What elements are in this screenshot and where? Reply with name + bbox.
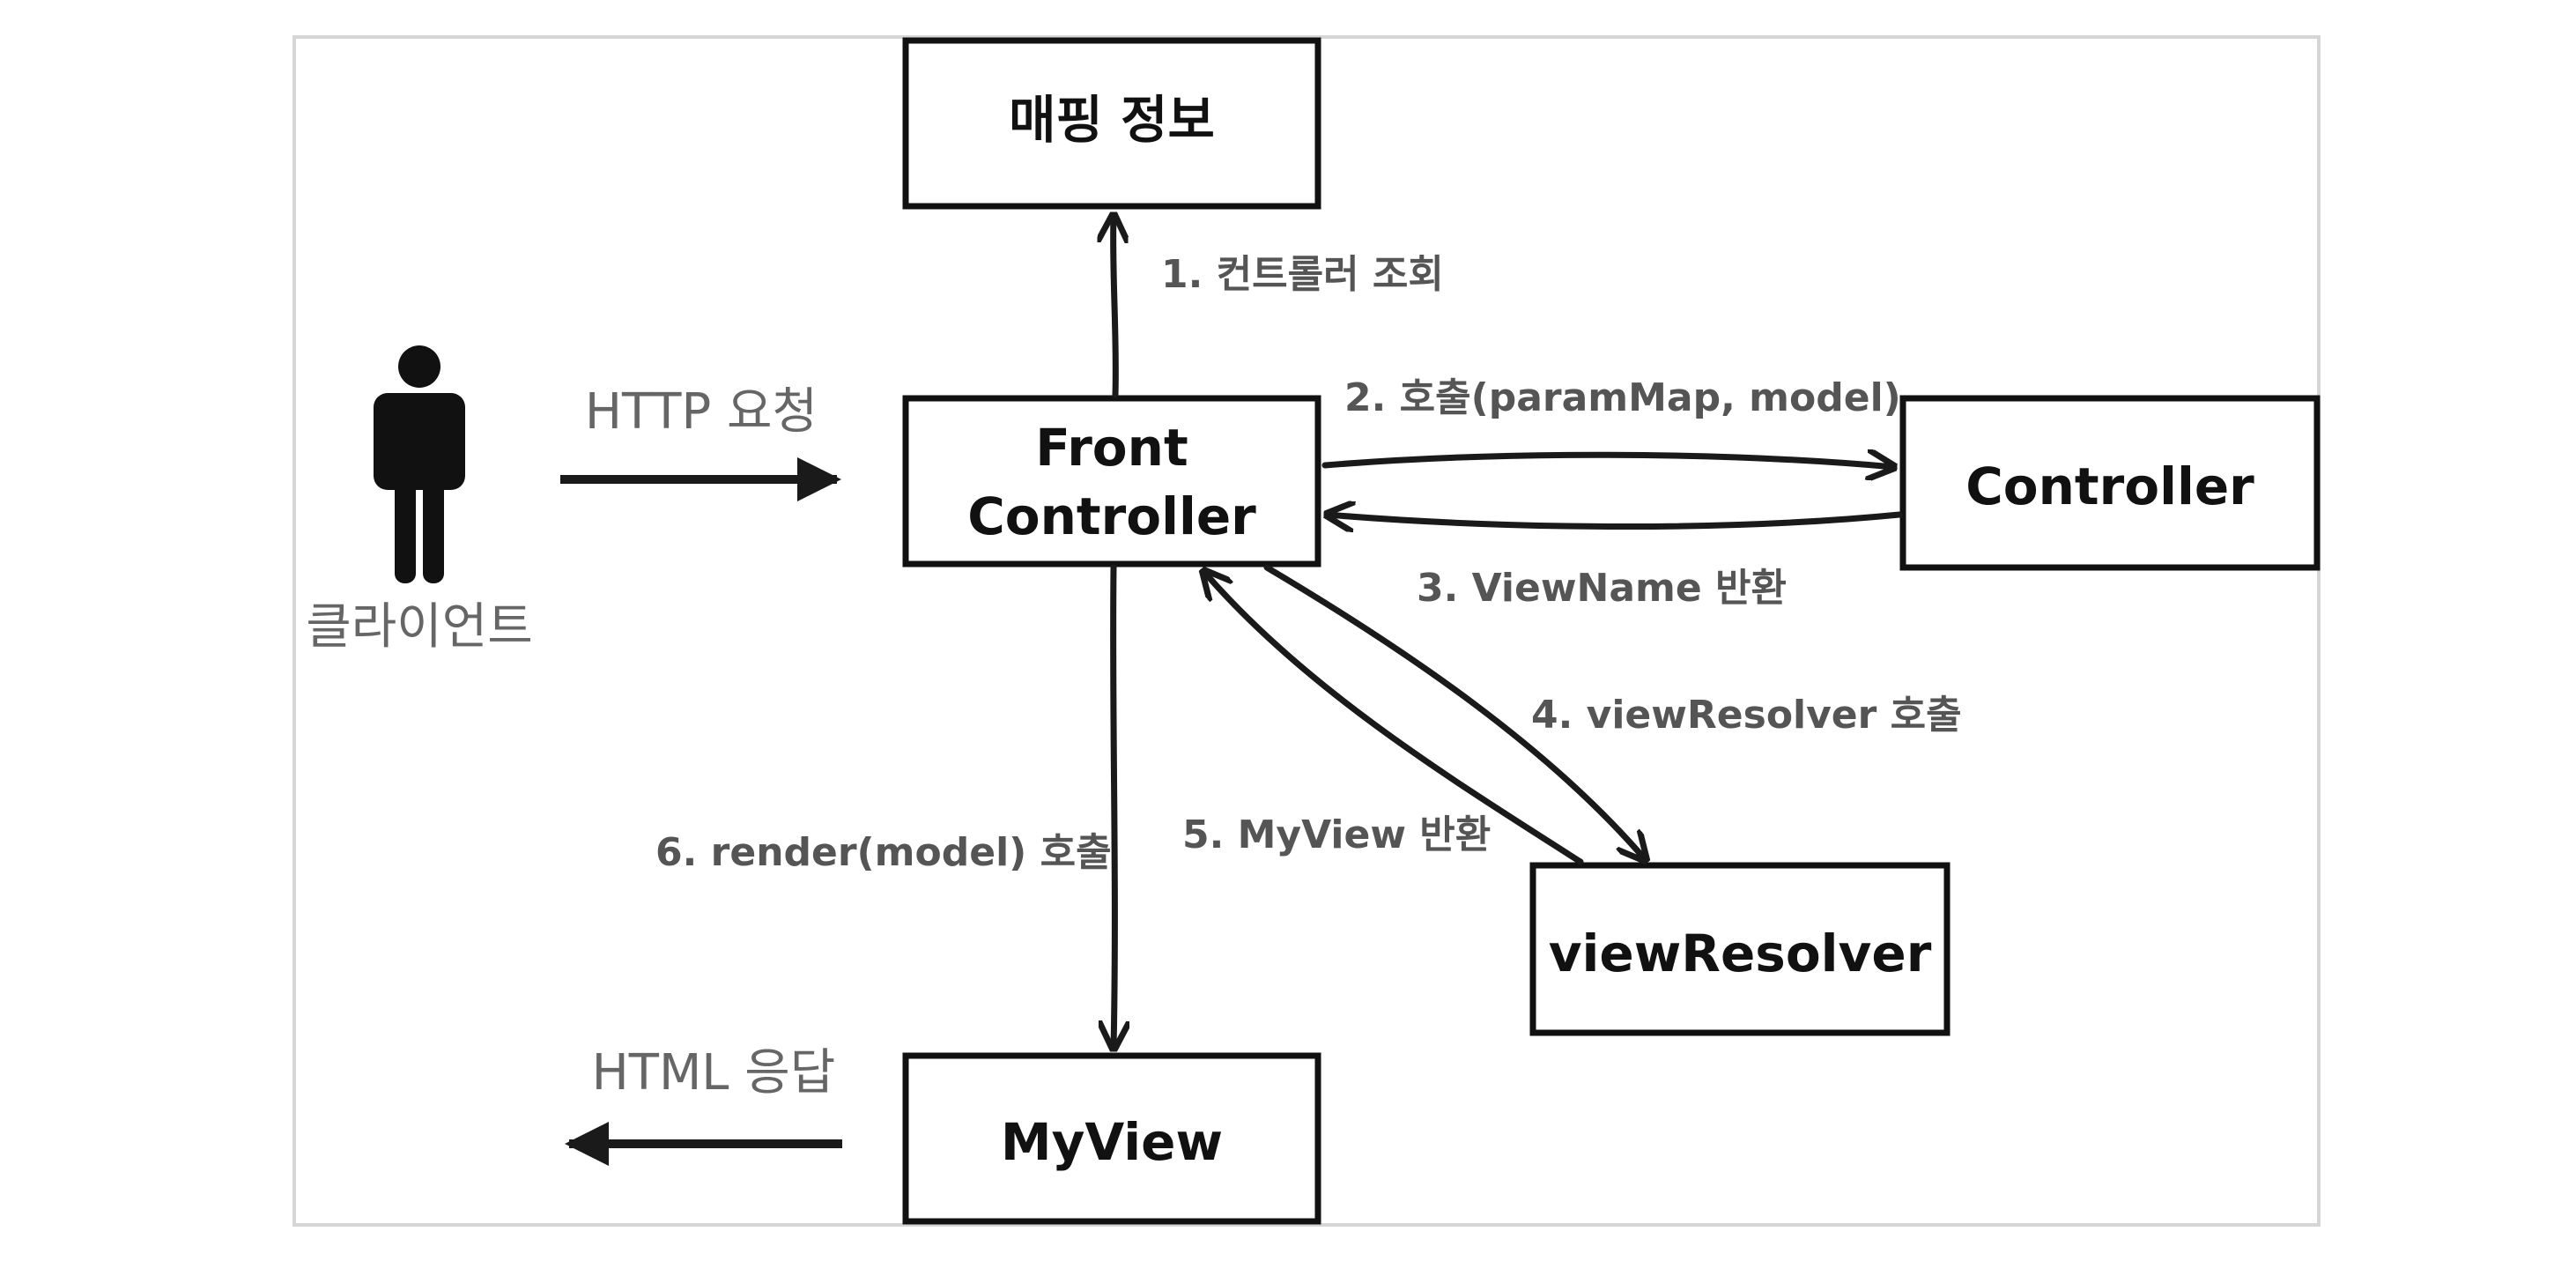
front-controller-label-line1: Front [1035,418,1188,478]
person-icon [374,345,465,583]
step6-label: 6. render(model) 호출 [655,830,1112,875]
step3-arrow [1327,515,1903,527]
controller-label: Controller [1965,456,2254,516]
step3-label: 3. ViewName 반환 [1417,566,1787,611]
my-view-box: MyView [902,1052,1321,1225]
step1-arrow [1114,215,1116,398]
step6-arrow [1114,564,1115,1049]
view-resolver-label: viewResolver [1549,924,1932,983]
step4-arrow [1263,564,1646,860]
step5-label: 5. MyView 반환 [1182,812,1491,857]
front-controller-label-line2: Controller [967,486,1256,546]
html-response-label: HTML 응답 [592,1044,836,1102]
front-controller-box: Front Controller [902,395,1321,568]
http-request-label: HTTP 요청 [585,383,818,441]
client-label: 클라이언트 [306,598,533,656]
step1-label: 1. 컨트롤러 조회 [1161,252,1444,297]
controller-box: Controller [1899,395,2321,571]
mapping-info-box: 매핑 정보 [902,37,1321,210]
mapping-info-label: 매핑 정보 [1009,90,1215,150]
step5-arrow [1203,571,1584,865]
step2-label: 2. 호출(paramMap, model) [1344,375,1901,420]
step2-arrow [1321,455,1894,467]
diagram-frame [292,35,2321,1227]
view-resolver-box: viewResolver [1529,862,1951,1036]
step4-label: 4. viewResolver 호출 [1531,693,1962,738]
my-view-label: MyView [1001,1112,1223,1172]
